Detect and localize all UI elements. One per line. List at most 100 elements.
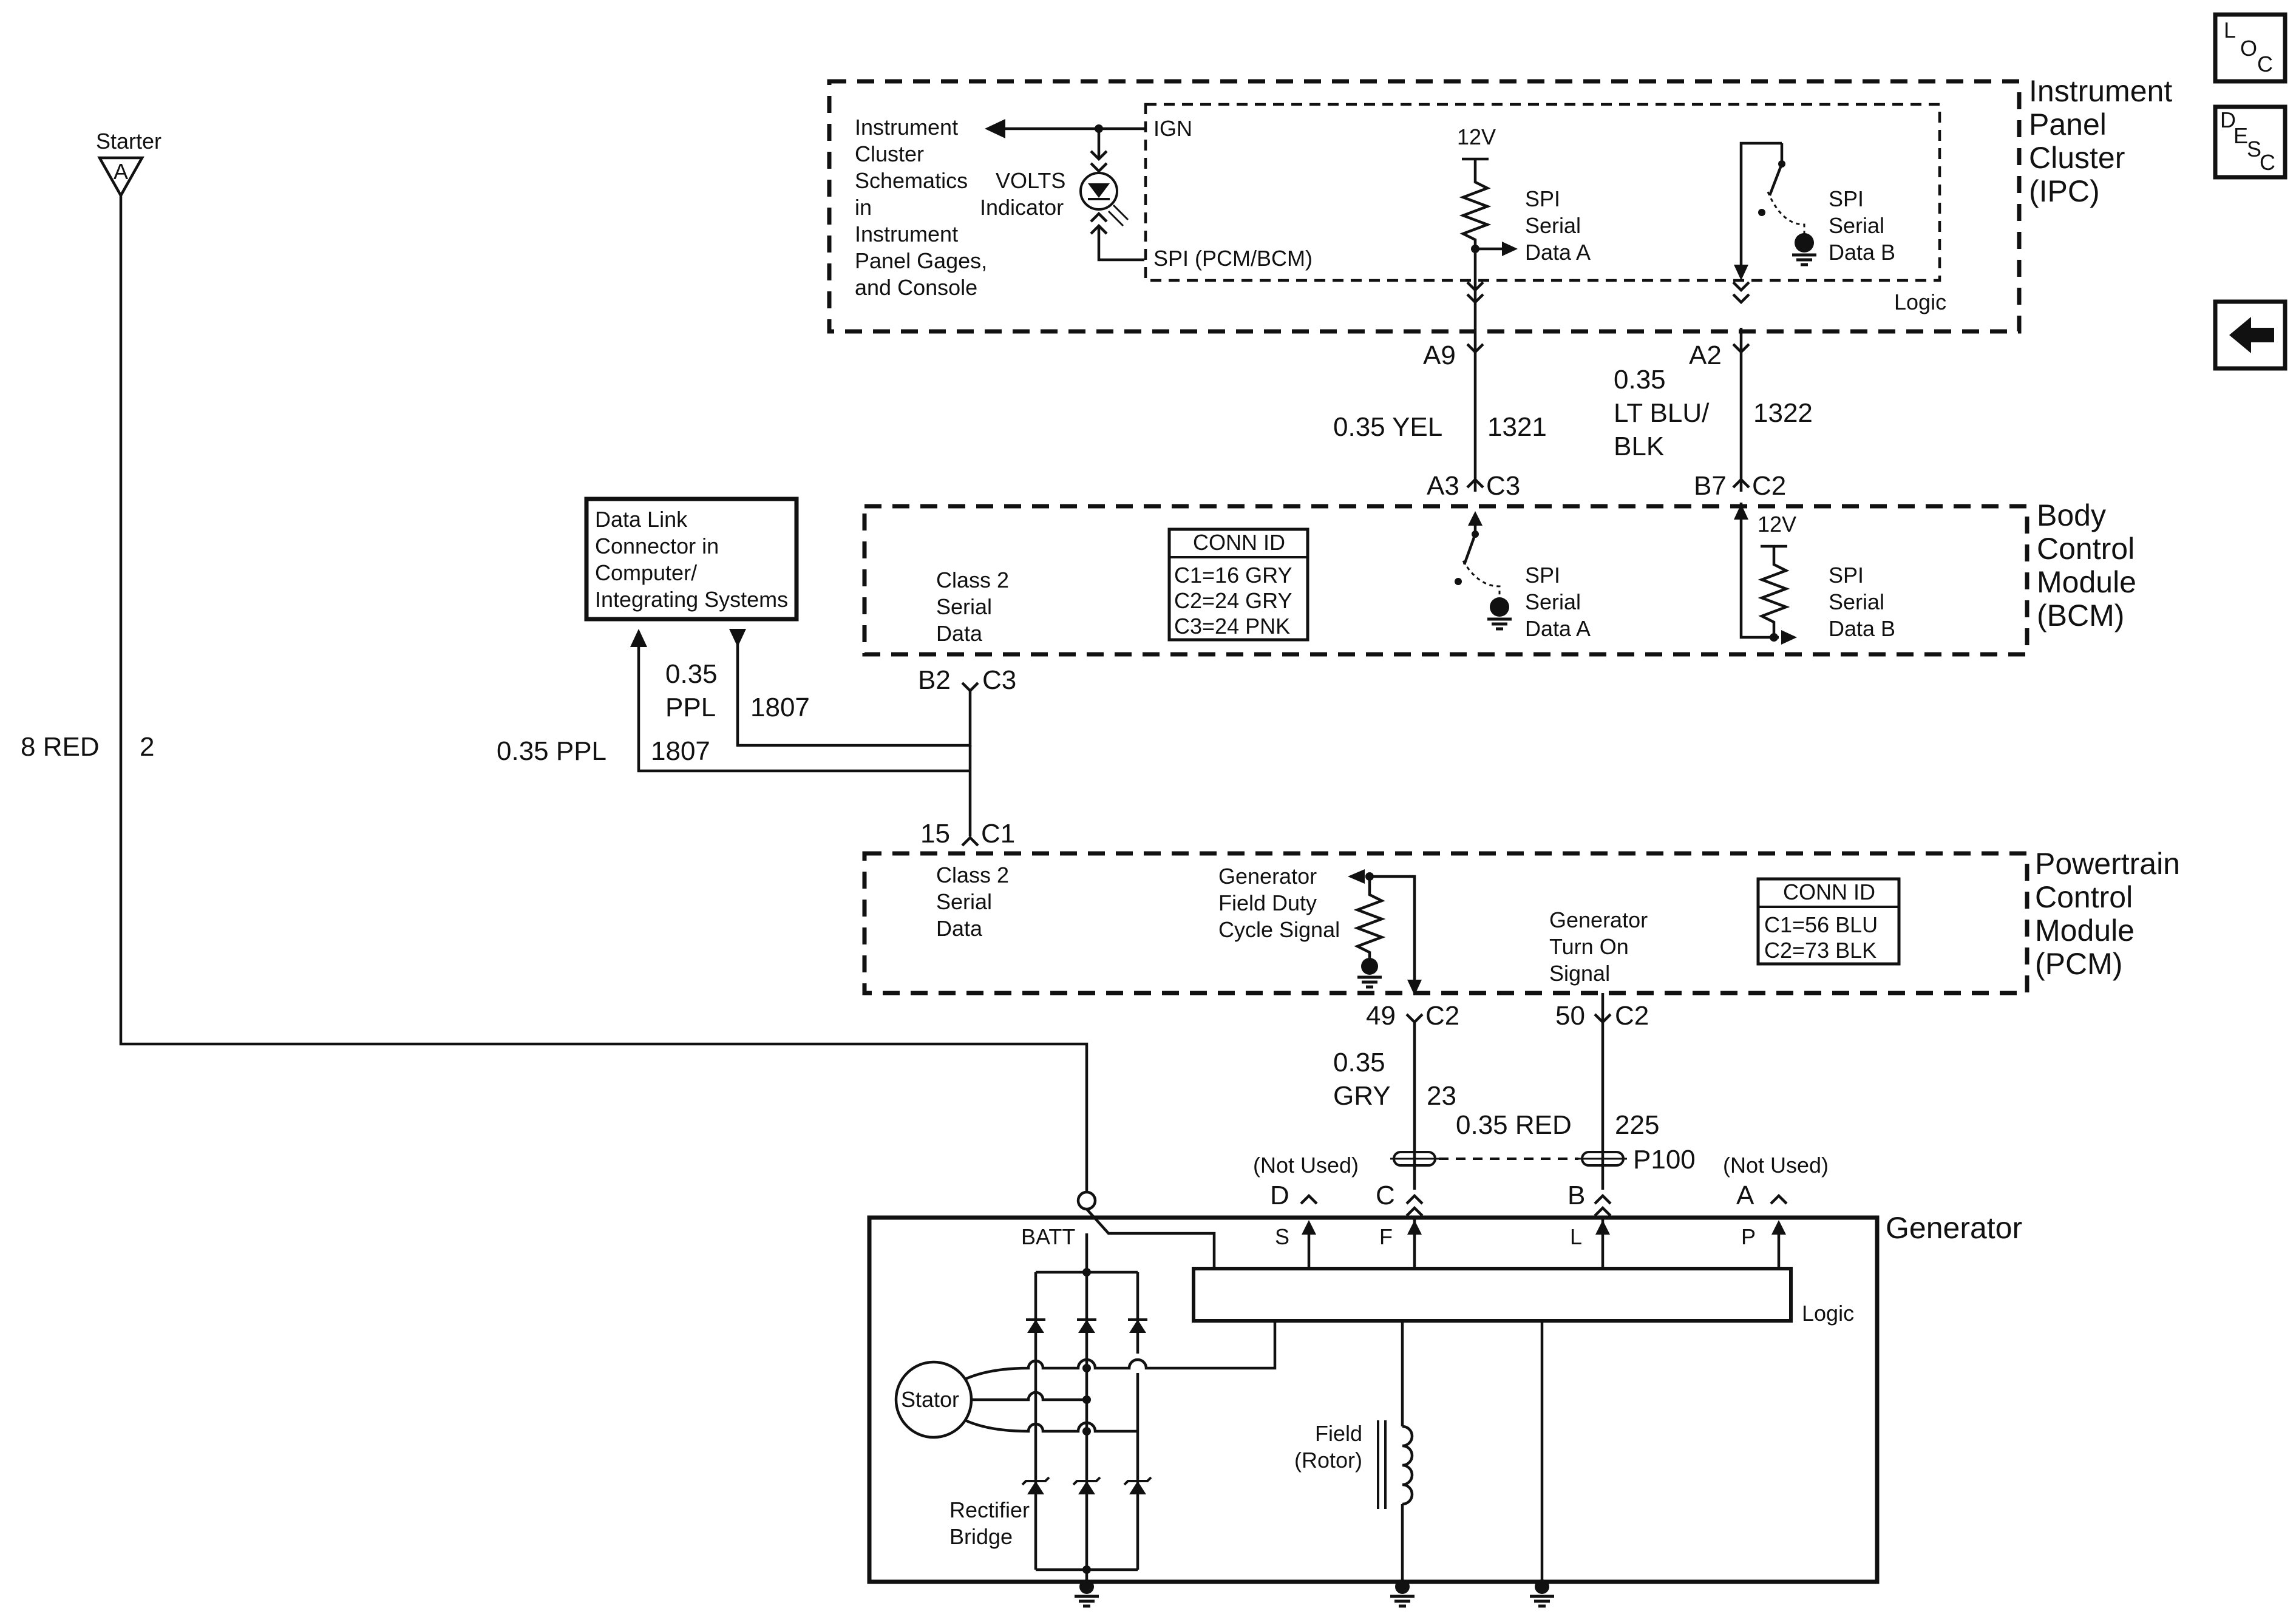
desc-letter-e: E: [2233, 123, 2248, 148]
pcm-pin-49: 49: [1366, 1001, 1396, 1031]
pcm-module-box: [862, 851, 2029, 995]
ipc-switch-icon: [1768, 143, 1784, 196]
svg-text:GRY: GRY: [1333, 1081, 1391, 1111]
svg-text:Cluster: Cluster: [855, 141, 924, 166]
svg-text:SPI: SPI: [1525, 186, 1560, 211]
pcm-class2-label: Class 2 Serial Data: [936, 863, 1009, 941]
bcm-conn-c2-top: C2: [1752, 471, 1786, 501]
generator-terminal-d: D: [1270, 1181, 1289, 1210]
svg-text:Instrument: Instrument: [855, 222, 958, 246]
svg-text:BLK: BLK: [1614, 432, 1664, 461]
generator-name: Generator: [1886, 1211, 2022, 1245]
ipc-pin-a2: A2: [1689, 341, 1722, 370]
svg-text:Schematics: Schematics: [855, 168, 968, 193]
batt-terminal-icon: [1076, 1190, 1097, 1211]
field-rotor-label: Field (Rotor): [1294, 1421, 1362, 1473]
ipc-module-box: [827, 79, 2022, 334]
svg-text:C1=16 GRY: C1=16 GRY: [1174, 563, 1292, 588]
data-link-connector-reference[interactable]: Data Link Connector in Computer/ Integra…: [584, 497, 799, 622]
svg-text:C2=24 GRY: C2=24 GRY: [1174, 588, 1292, 613]
svg-text:CONN ID: CONN ID: [1783, 880, 1875, 904]
bcm-name: Body Control Module (BCM): [2037, 498, 2136, 632]
bcm-pin-a3: A3: [1427, 471, 1459, 501]
wire-23-circuit: 23: [1427, 1081, 1456, 1111]
bcm-class2-label: Class 2 Serial Data: [936, 568, 1009, 646]
starter-label: Starter: [96, 129, 161, 154]
ipc-ign-label: IGN: [1153, 116, 1192, 141]
svg-text:(IPC): (IPC): [2029, 174, 2100, 208]
svg-text:Data B: Data B: [1829, 616, 1895, 641]
ipc-spi-pcm-bcm-label: SPI (PCM/BCM): [1153, 246, 1313, 271]
svg-text:C3=24 PNK: C3=24 PNK: [1174, 614, 1290, 639]
svg-text:Body: Body: [2037, 498, 2106, 532]
svg-text:in: in: [855, 195, 872, 220]
ipc-logic-box: [1144, 103, 1941, 282]
generator-box: [867, 1215, 1880, 1584]
wire-1807-lower: [637, 637, 972, 836]
ipc-pin-a9: A9: [1423, 341, 1456, 370]
svg-text:Panel: Panel: [2029, 107, 2107, 141]
desc-letter-d: D: [2220, 107, 2236, 132]
loc-letter-c: C: [2257, 52, 2273, 76]
instrument-cluster-schematics-reference[interactable]: Instrument Cluster Schematics in Instrum…: [855, 115, 987, 300]
pcm-field-resistor-icon: [1353, 876, 1386, 961]
svg-text:Data Link: Data Link: [595, 507, 688, 532]
pcm-field-duty-label: Generator Field Duty Cycle Signal: [1218, 864, 1340, 942]
loc-letter-o: O: [2240, 36, 2257, 61]
p100-label: P100: [1633, 1145, 1696, 1175]
svg-text:(PCM): (PCM): [2035, 947, 2122, 981]
dlc-output-arrow-icon: [630, 629, 647, 647]
stator-label: Stator: [901, 1387, 959, 1412]
pcm-field-duty-arrow-icon: [1348, 869, 1365, 884]
svg-text:Serial: Serial: [936, 889, 992, 914]
svg-text:Generator: Generator: [1218, 864, 1317, 889]
volts-indicator-label: VOLTS Indicator: [980, 168, 1065, 220]
wire-1807-upper-color: 0.35 PPL: [665, 659, 718, 722]
svg-text:Computer/: Computer/: [595, 560, 697, 585]
loc-button[interactable]: L O C: [2213, 12, 2288, 84]
field-rotor-coil-icon: [1402, 1425, 1414, 1506]
bcm-switch-icon: [1462, 534, 1477, 565]
back-button[interactable]: [2213, 299, 2288, 371]
wire-1322-circuit: 1322: [1753, 398, 1813, 428]
internal-terminal-f: F: [1379, 1224, 1393, 1249]
svg-text:0.35: 0.35: [1614, 365, 1666, 395]
svg-text:(Rotor): (Rotor): [1294, 1448, 1362, 1473]
terminal-d-not-used: (Not Used): [1253, 1153, 1359, 1178]
generator-terminal-a: A: [1736, 1181, 1754, 1210]
svg-text:Bridge: Bridge: [949, 1524, 1013, 1549]
svg-text:Indicator: Indicator: [980, 195, 1064, 220]
generator-logic-label: Logic: [1802, 1301, 1854, 1326]
svg-text:Serial: Serial: [1525, 589, 1581, 614]
svg-text:Control: Control: [2035, 880, 2133, 914]
svg-text:Data: Data: [936, 621, 983, 646]
ground-icon-field: [1390, 1579, 1415, 1606]
svg-text:and Console: and Console: [855, 275, 977, 300]
bcm-pullup-resistor-icon: [1758, 546, 1790, 637]
svg-text:Class 2: Class 2: [936, 863, 1009, 887]
bcm-pin-b7: B7: [1694, 471, 1727, 501]
svg-text:Data A: Data A: [1525, 616, 1591, 641]
bcm-12v-label: 12V: [1758, 512, 1796, 537]
svg-text:Field Duty: Field Duty: [1218, 890, 1317, 915]
battery-feed-wire: [119, 195, 1089, 1191]
desc-button[interactable]: D E S C: [2213, 104, 2288, 180]
wire-1321-circuit: 1321: [1487, 412, 1547, 442]
rectifier-bridge-label: Rectifier Bridge: [949, 1497, 1030, 1549]
pcm-conn-c2-l: C2: [1615, 1001, 1649, 1031]
bcm-module-box: [862, 504, 2029, 657]
pcm-conn-id-table: CONN ID C1=56 BLU C2=73 BLK: [1756, 877, 1901, 966]
internal-terminal-p: P: [1741, 1224, 1756, 1249]
ipc-spi-a-label: SPI Serial Data A: [1525, 186, 1591, 265]
svg-text:Connector in: Connector in: [595, 534, 719, 558]
pcm-conn-c1: C1: [981, 819, 1015, 849]
schematics-ref-arrow-icon: [985, 119, 1005, 138]
wire-1807-lower-color: 0.35 PPL: [497, 736, 606, 766]
svg-text:VOLTS: VOLTS: [996, 168, 1065, 193]
generator-terminal-b: B: [1567, 1181, 1585, 1210]
svg-text:Powertrain: Powertrain: [2035, 847, 2180, 881]
internal-terminal-s: S: [1275, 1224, 1289, 1249]
back-arrow-icon: [2229, 317, 2274, 353]
svg-text:CONN ID: CONN ID: [1193, 530, 1285, 555]
bcm-conn-id-table: CONN ID C1=16 GRY C2=24 GRY C3=24 PNK: [1167, 527, 1309, 642]
